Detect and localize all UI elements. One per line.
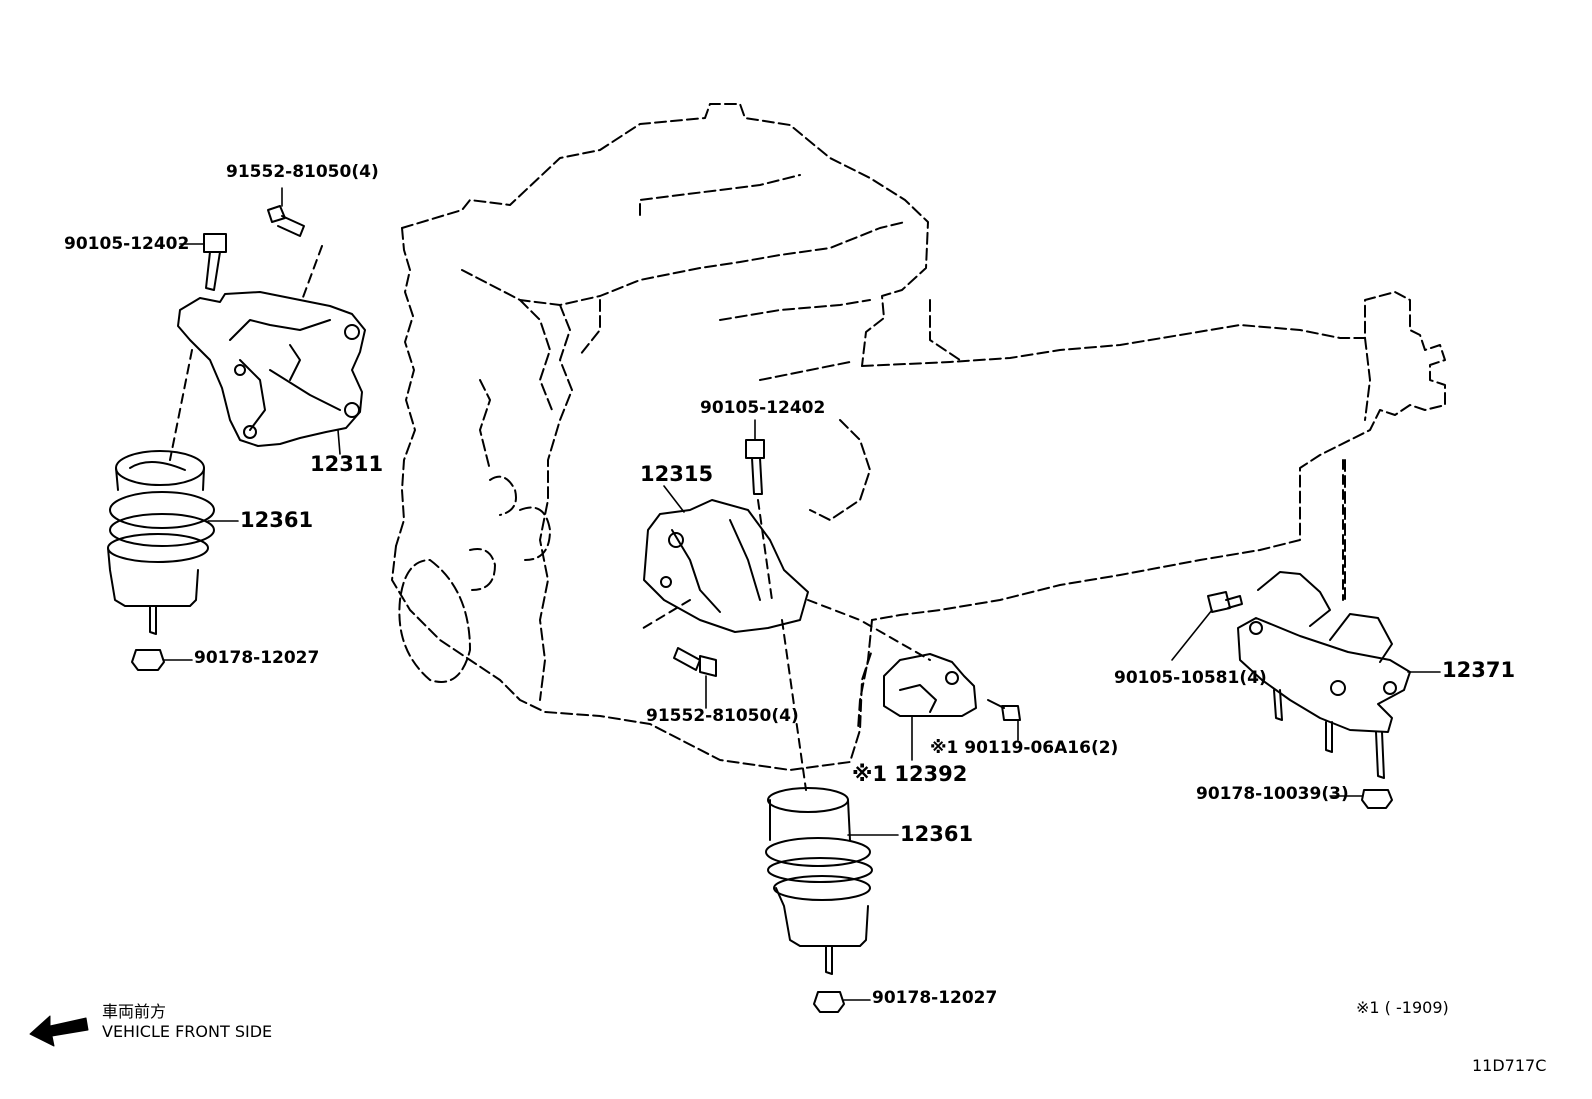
bolt-91552-top (267, 205, 305, 237)
footnote: ※1 ( -1909) (1356, 998, 1449, 1017)
front-side-note: 車両前方 VEHICLE FRONT SIDE (102, 1002, 272, 1042)
assembly-lines (169, 245, 1344, 791)
label-bracket-12311: 12311 (310, 452, 384, 476)
label-insulator-12361-left: 12361 (240, 508, 314, 532)
bolt-90105-right (1207, 591, 1243, 613)
front-side-japanese: 車両前方 (102, 1002, 167, 1021)
label-bolt-91552-center: 91552-81050(4) (646, 706, 799, 726)
label-nut-90178-bottom: 90178-12027 (872, 988, 998, 1008)
transmission-outline (857, 291, 1446, 731)
mount-12371 (1237, 571, 1411, 779)
nut-90178-bottom (813, 991, 845, 1013)
label-bolt-90105-right: 90105-10581(4) (1114, 668, 1267, 688)
front-arrow-icon (29, 1015, 89, 1047)
bolt-90105-top-left (203, 233, 227, 291)
label-mount-12371: 12371 (1442, 658, 1516, 682)
nut-90178-left (131, 649, 165, 671)
bolt-90119 (987, 699, 1021, 721)
label-bracket-12315: 12315 (640, 462, 714, 486)
bracket-12392 (883, 653, 977, 717)
bolt-91552-center (673, 647, 717, 677)
bracket-12315 (643, 499, 809, 633)
label-insulator-12361-center: 12361 (900, 822, 974, 846)
label-bolt-91552-top: 91552-81050(4) (226, 162, 379, 182)
label-bolt-90105-top-left: 90105-12402 (64, 234, 190, 254)
nut-90178-right (1361, 789, 1393, 809)
bolt-90105-center (745, 439, 765, 495)
bracket-12311 (177, 291, 366, 447)
front-side-english: VEHICLE FRONT SIDE (102, 1022, 273, 1041)
label-nut-90178-left: 90178-12027 (194, 648, 320, 668)
drawing-reference: 11D717C (1472, 1056, 1547, 1075)
insulator-12361-center (765, 787, 873, 975)
label-bracket-12392: ※1 12392 (852, 762, 968, 786)
leader-lines (163, 187, 1441, 1001)
insulator-12361-left (107, 450, 215, 635)
engine-outline (391, 103, 961, 771)
label-bolt-90119: ※1 90119-06A16(2) (930, 738, 1119, 758)
label-bolt-90105-center: 90105-12402 (700, 398, 826, 418)
label-nut-90178-right: 90178-10039(3) (1196, 784, 1349, 804)
